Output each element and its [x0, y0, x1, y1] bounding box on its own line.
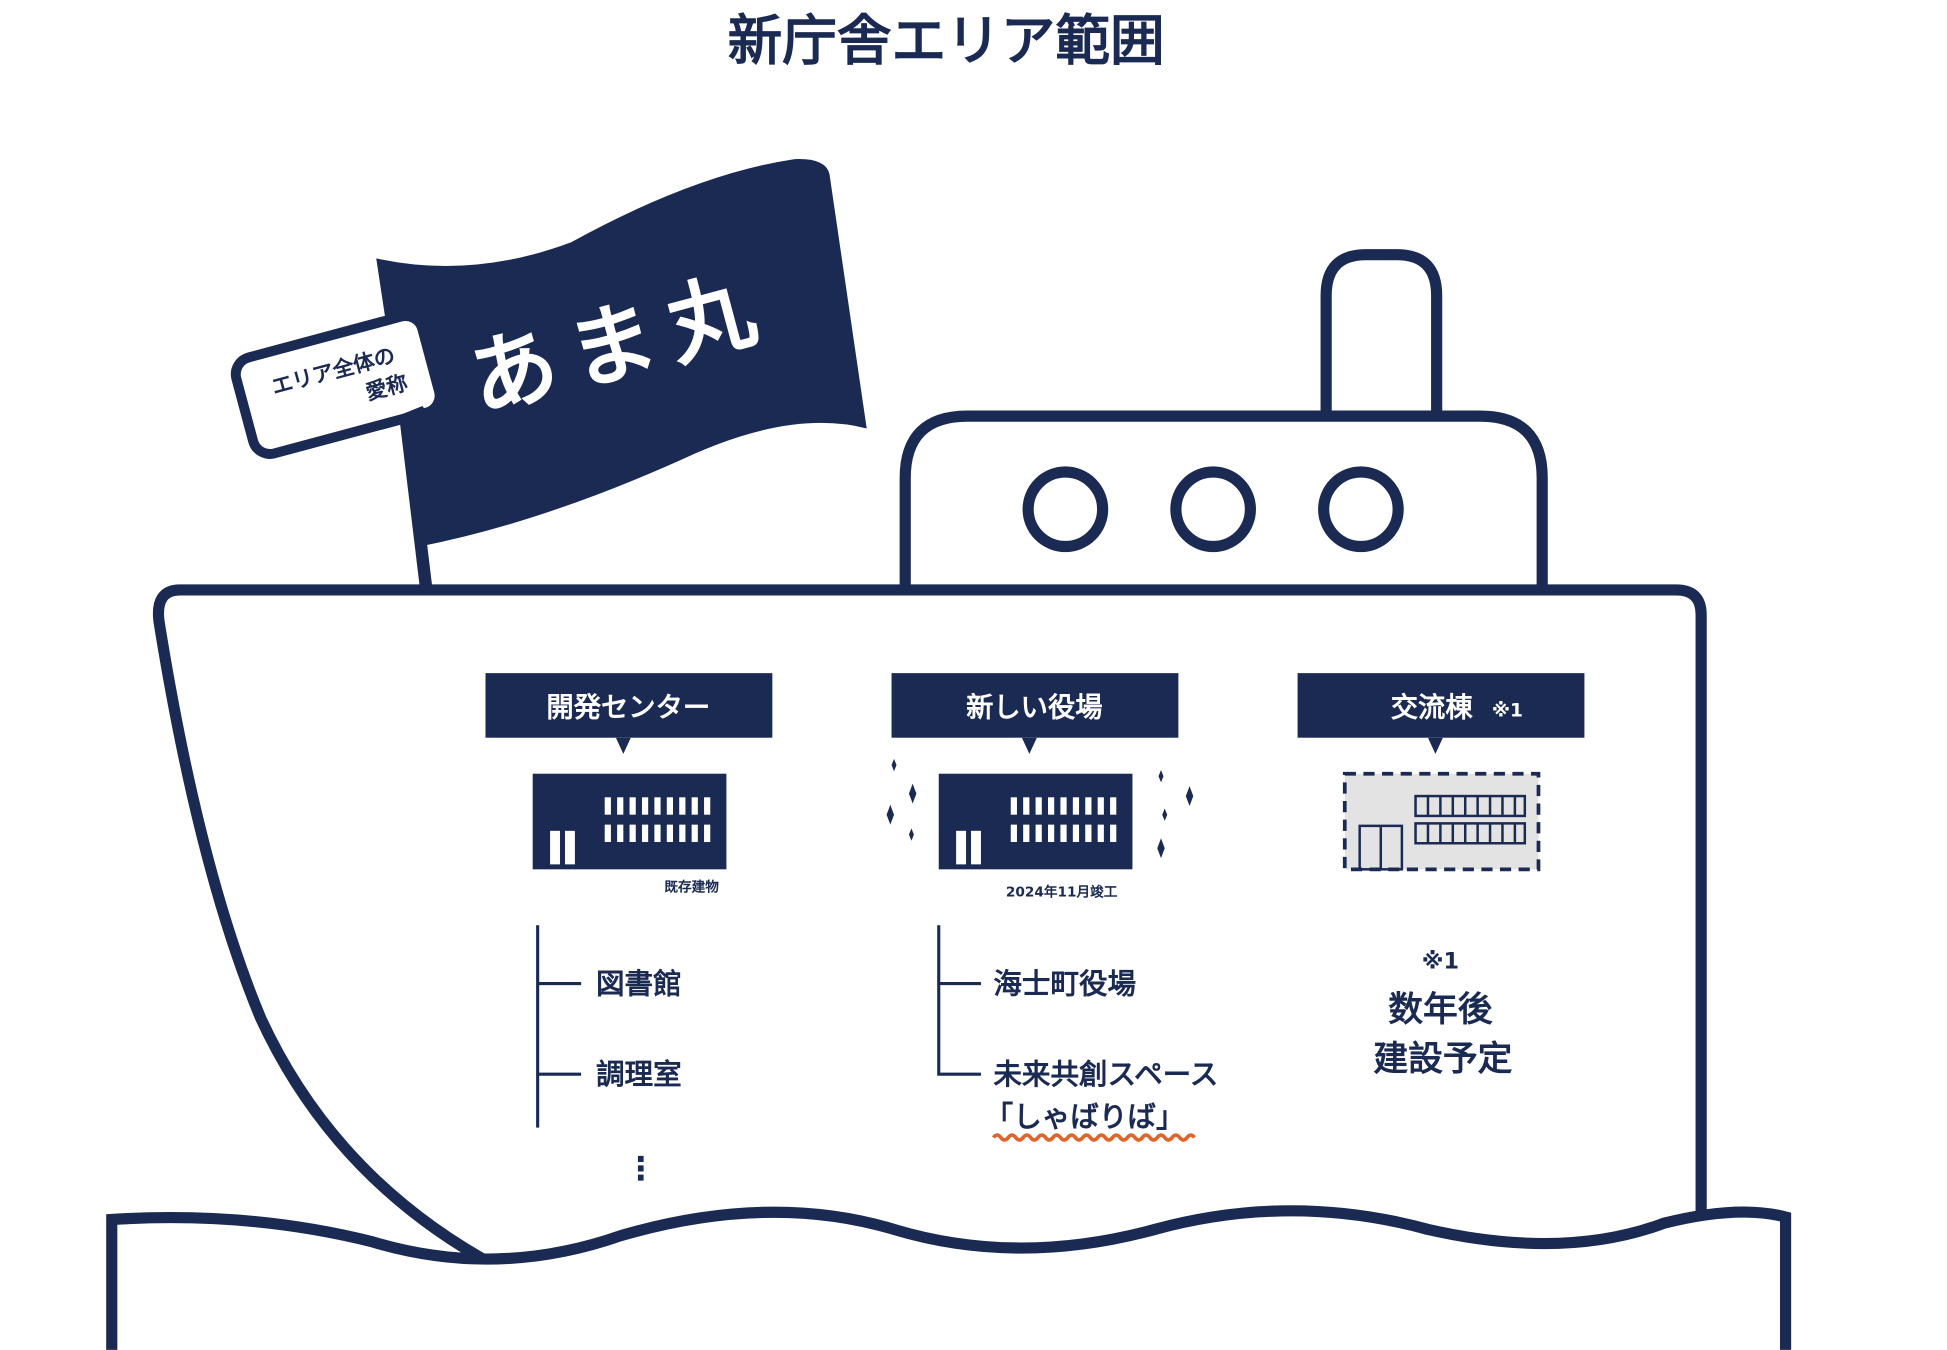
label-development-center: 開発センター	[546, 693, 710, 724]
label-note-mark: ※1	[1492, 701, 1523, 722]
nickname-bubble: エリア全体の 愛称	[230, 311, 445, 459]
item-shabariba: 「しゃばりば」	[985, 1099, 1185, 1133]
caption-existing: 既存建物	[664, 879, 719, 896]
building-development-center: 開発センター 既存建物 図書館 調理室 ⋮	[485, 673, 773, 1188]
building-icon	[532, 773, 727, 870]
label-exchange: 交流棟	[1391, 692, 1474, 724]
building-exchange: 交流棟 ※1 ※1 数年後 建設予定	[1297, 673, 1585, 1079]
tree-lines	[536, 925, 582, 1128]
porthole-icon	[1170, 466, 1256, 553]
porthole-icon	[1022, 466, 1109, 553]
label-new-town-office: 新しい役場	[966, 692, 1102, 724]
item-library: 図書館	[596, 966, 682, 1000]
item-town-office: 海士町役場	[993, 966, 1136, 1000]
building-new-town-office: 新しい役場 2024年11月竣工 海士町役場 未来共創スペース 「しゃばりば」	[886, 673, 1218, 1142]
sea-waves	[106, 1205, 1792, 1350]
flag	[376, 158, 867, 547]
ship-chimney	[1320, 249, 1443, 413]
note-line-1: 数年後	[1388, 990, 1493, 1030]
ship-hull	[152, 584, 1707, 1272]
item-kitchen: 調理室	[596, 1057, 682, 1091]
note-mark: ※1	[1422, 949, 1459, 975]
building-icon	[938, 773, 1133, 870]
planned-building-icon	[1342, 771, 1541, 872]
caption-completion: 2024年11月竣工	[1006, 884, 1118, 901]
wavy-underline	[991, 1133, 1197, 1142]
note-line-2: 建設予定	[1373, 1039, 1512, 1079]
item-co-creation-space: 未来共創スペース	[993, 1057, 1218, 1091]
porthole-icon	[1318, 466, 1404, 553]
tree-lines	[937, 925, 981, 1076]
ship-cabin	[899, 410, 1548, 587]
page-title: 新庁舎エリア範囲	[728, 9, 1165, 73]
more-items-ellipsis: ⋮	[625, 1150, 657, 1188]
